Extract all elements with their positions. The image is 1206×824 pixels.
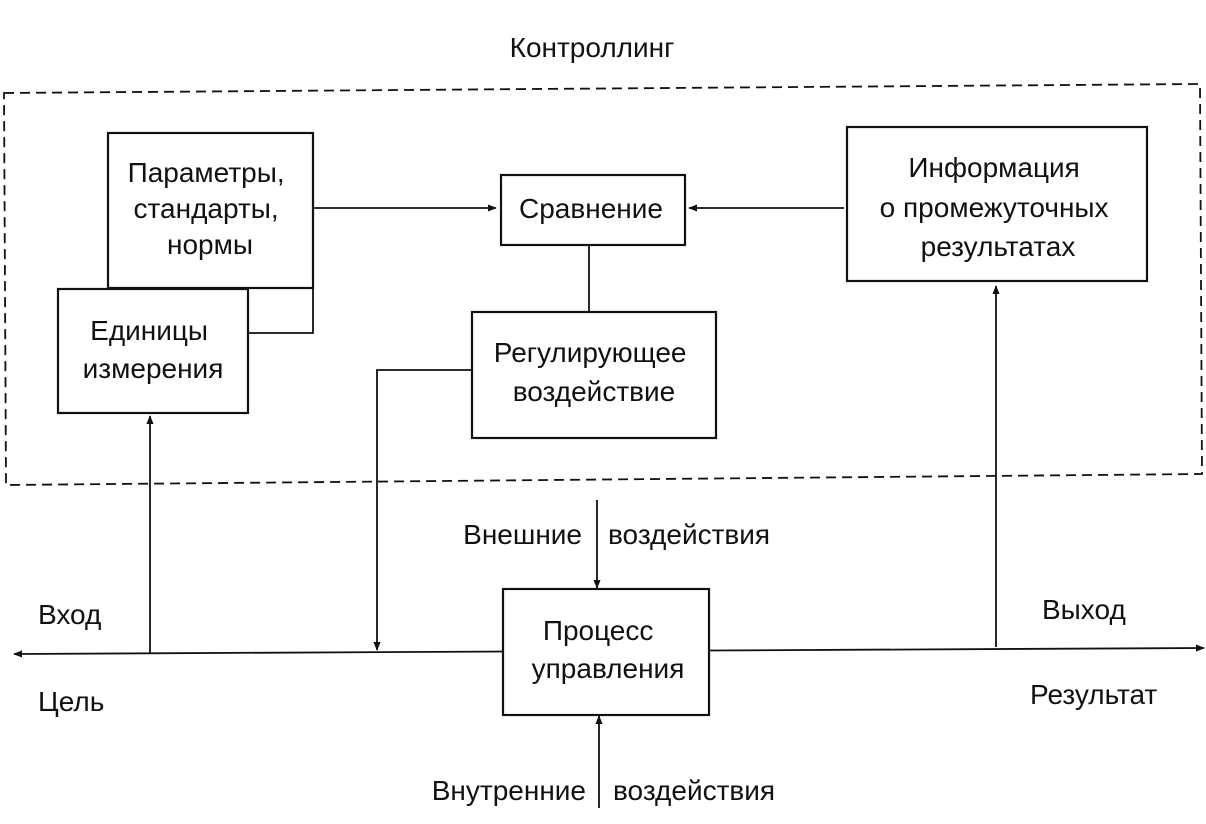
- result-label: Результат: [1030, 679, 1158, 710]
- internal-influences-left-label: Внутренние: [432, 775, 586, 806]
- output-label: Выход: [1042, 594, 1126, 625]
- node-information-label: Информация о промежуточных результатах: [880, 152, 1117, 262]
- edge-regulating-to-axis: [373, 369, 472, 651]
- node-units-label: Единицы измерения: [83, 315, 224, 384]
- goal-label: Цель: [38, 686, 104, 717]
- node-units-box: [56, 287, 250, 415]
- input-label: Вход: [38, 599, 101, 630]
- node-regulating-box: [470, 310, 718, 440]
- internal-influences-right-label: воздействия: [613, 775, 775, 806]
- node-process-label: Процесс управления: [532, 615, 685, 684]
- node-comparison-label: Сравнение: [519, 193, 663, 224]
- node-parameters-label: Параметры, стандарты, нормы: [128, 157, 293, 260]
- node-comparison-box: [499, 173, 687, 247]
- diagram-title: Контроллинг: [510, 32, 675, 63]
- external-influences-left-label: Внешние: [463, 519, 582, 550]
- external-influences-right-label: воздействия: [608, 519, 770, 550]
- node-process-box: [501, 587, 711, 717]
- controlling-boundary: [3, 83, 1203, 486]
- node-regulating-label: Регулирующее воздействие: [494, 337, 695, 407]
- node-information-box: [845, 125, 1149, 283]
